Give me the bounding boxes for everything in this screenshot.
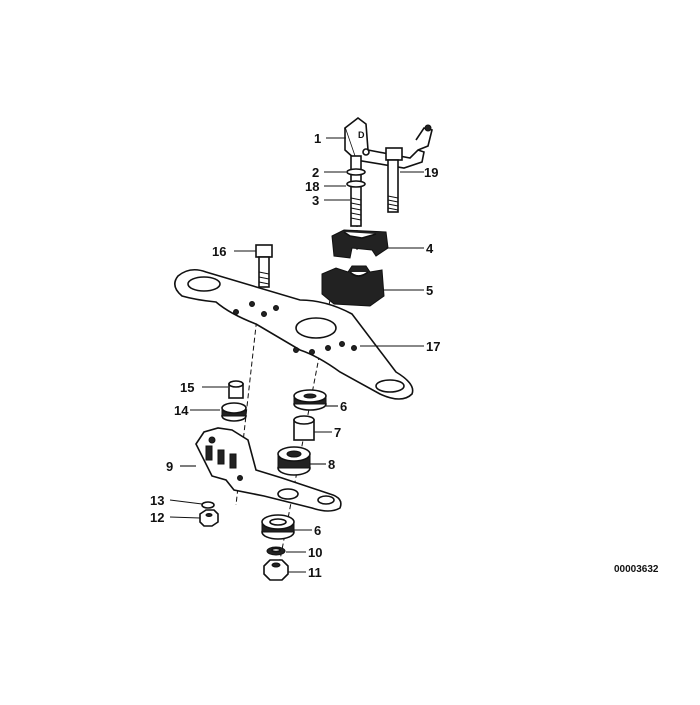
stud-part-3 — [350, 155, 362, 227]
label-part-17: 17 — [426, 339, 440, 354]
label-part-15: 15 — [180, 380, 194, 395]
label-part-12: 12 — [150, 510, 164, 525]
label-part-7: 7 — [334, 425, 341, 440]
spacer-part-15 — [228, 380, 244, 399]
washer-part-10 — [266, 546, 286, 556]
label-part-14: 14 — [174, 403, 189, 418]
label-part-2: 2 — [312, 165, 319, 180]
lower-bracket-part-9 — [195, 427, 342, 512]
rubber-buffer-part-6-upper — [293, 389, 327, 411]
label-part-16: 16 — [212, 244, 226, 259]
label-part-5: 5 — [426, 283, 433, 298]
label-part-19: 19 — [424, 165, 438, 180]
label-part-13: 13 — [150, 493, 164, 508]
nut-part-11 — [263, 559, 289, 581]
label-part-10: 10 — [308, 545, 322, 560]
reference-number: 00003632 — [614, 564, 659, 575]
clamp-lower-part-5 — [321, 265, 385, 307]
svg-text:D: D — [358, 130, 365, 140]
bolt-part-16 — [255, 244, 273, 288]
leader-lines — [169, 137, 424, 573]
label-part-4: 4 — [426, 241, 434, 256]
label-part-6-lower: 6 — [314, 523, 321, 538]
sleeve-part-7 — [293, 415, 315, 441]
label-part-3: 3 — [312, 193, 319, 208]
label-part-8: 8 — [328, 457, 335, 472]
nut-part-12 — [199, 509, 219, 527]
washer-part-13 — [201, 501, 215, 509]
label-part-11: 11 — [308, 565, 322, 580]
clamp-upper-part-4 — [331, 229, 389, 259]
rubber-buffer-part-6-lower — [261, 514, 295, 540]
long-bolt-part-19 — [385, 147, 403, 213]
label-part-9: 9 — [166, 459, 173, 474]
label-part-6-upper: 6 — [340, 399, 347, 414]
washer-part-18 — [346, 180, 366, 188]
rubber-buffer-part-8 — [277, 446, 311, 476]
washer-part-2 — [346, 168, 366, 176]
top-plate-part-17 — [174, 268, 414, 400]
label-part-18: 18 — [305, 179, 319, 194]
label-part-1: 1 — [314, 131, 321, 146]
rubber-mount-part-14 — [221, 402, 247, 422]
